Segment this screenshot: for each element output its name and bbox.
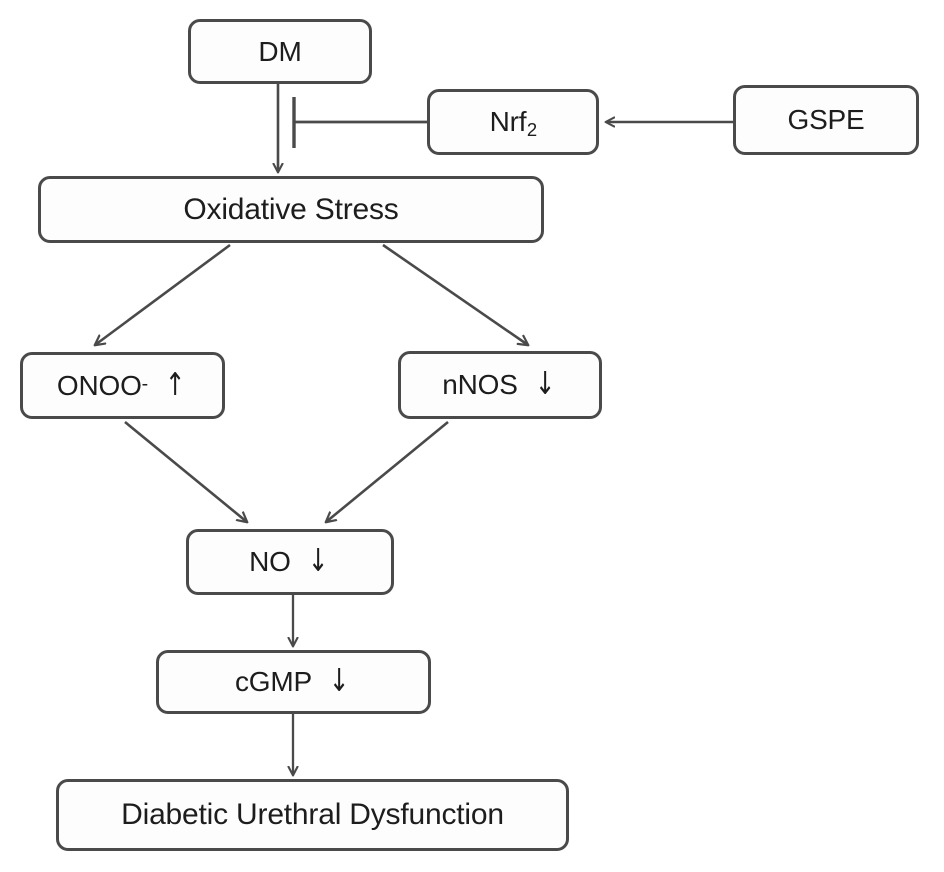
node-cgmp-label: cGMP ↓ — [234, 663, 352, 699]
node-nnos-text: nNOS — [442, 369, 518, 400]
down-arrow-icon: ↓ — [534, 366, 555, 402]
node-no[interactable]: NO ↓ — [186, 529, 394, 595]
down-arrow-icon: ↓ — [328, 663, 350, 699]
node-onoo-label: ONOO-↑ — [56, 366, 188, 403]
node-nnos-label: nNOS ↓ — [442, 366, 558, 402]
edge-nnos-to-no — [326, 420, 449, 522]
node-nrf2-subscript: 2 — [526, 119, 537, 141]
node-diabetic-urethral-dysfunction-text: Diabetic Urethral Dysfunction — [121, 798, 504, 831]
node-cgmp[interactable]: cGMP ↓ — [156, 650, 431, 714]
node-dm-text: DM — [258, 35, 302, 67]
edge-onoo-to-no — [124, 420, 247, 522]
node-dm[interactable]: DM — [188, 19, 372, 84]
node-nnos[interactable]: nNOS ↓ — [398, 351, 602, 419]
node-onoo-text: ONOO — [56, 369, 142, 401]
node-oxidative-stress[interactable]: Oxidative Stress — [38, 176, 544, 243]
edge-oxidative-to-onoo — [95, 243, 231, 345]
node-cgmp-text: cGMP — [234, 666, 312, 697]
node-diabetic-urethral-dysfunction[interactable]: Diabetic Urethral Dysfunction — [56, 779, 569, 851]
edge-oxidative-to-nnos — [382, 243, 528, 345]
node-gspe-text: GSPE — [787, 104, 865, 135]
node-diabetic-urethral-dysfunction-label: Diabetic Urethral Dysfunction — [121, 798, 504, 832]
down-arrow-icon: ↓ — [307, 543, 328, 579]
node-oxidative-stress-text: Oxidative Stress — [183, 192, 399, 226]
node-oxidative-stress-label: Oxidative Stress — [183, 193, 398, 227]
node-onoo-superscript: - — [141, 373, 149, 396]
node-gspe-label: GSPE — [787, 104, 864, 136]
up-arrow-icon: ↑ — [164, 366, 186, 403]
node-dm-label: DM — [258, 36, 301, 68]
node-gspe[interactable]: GSPE — [733, 85, 919, 155]
edge-nrf2-inhibits-dm-axis — [292, 97, 427, 148]
node-no-label: NO ↓ — [249, 543, 331, 579]
node-onoo[interactable]: ONOO-↑ — [20, 352, 225, 419]
node-no-text: NO — [249, 546, 291, 577]
node-nrf2-text: Nrf — [489, 106, 527, 137]
